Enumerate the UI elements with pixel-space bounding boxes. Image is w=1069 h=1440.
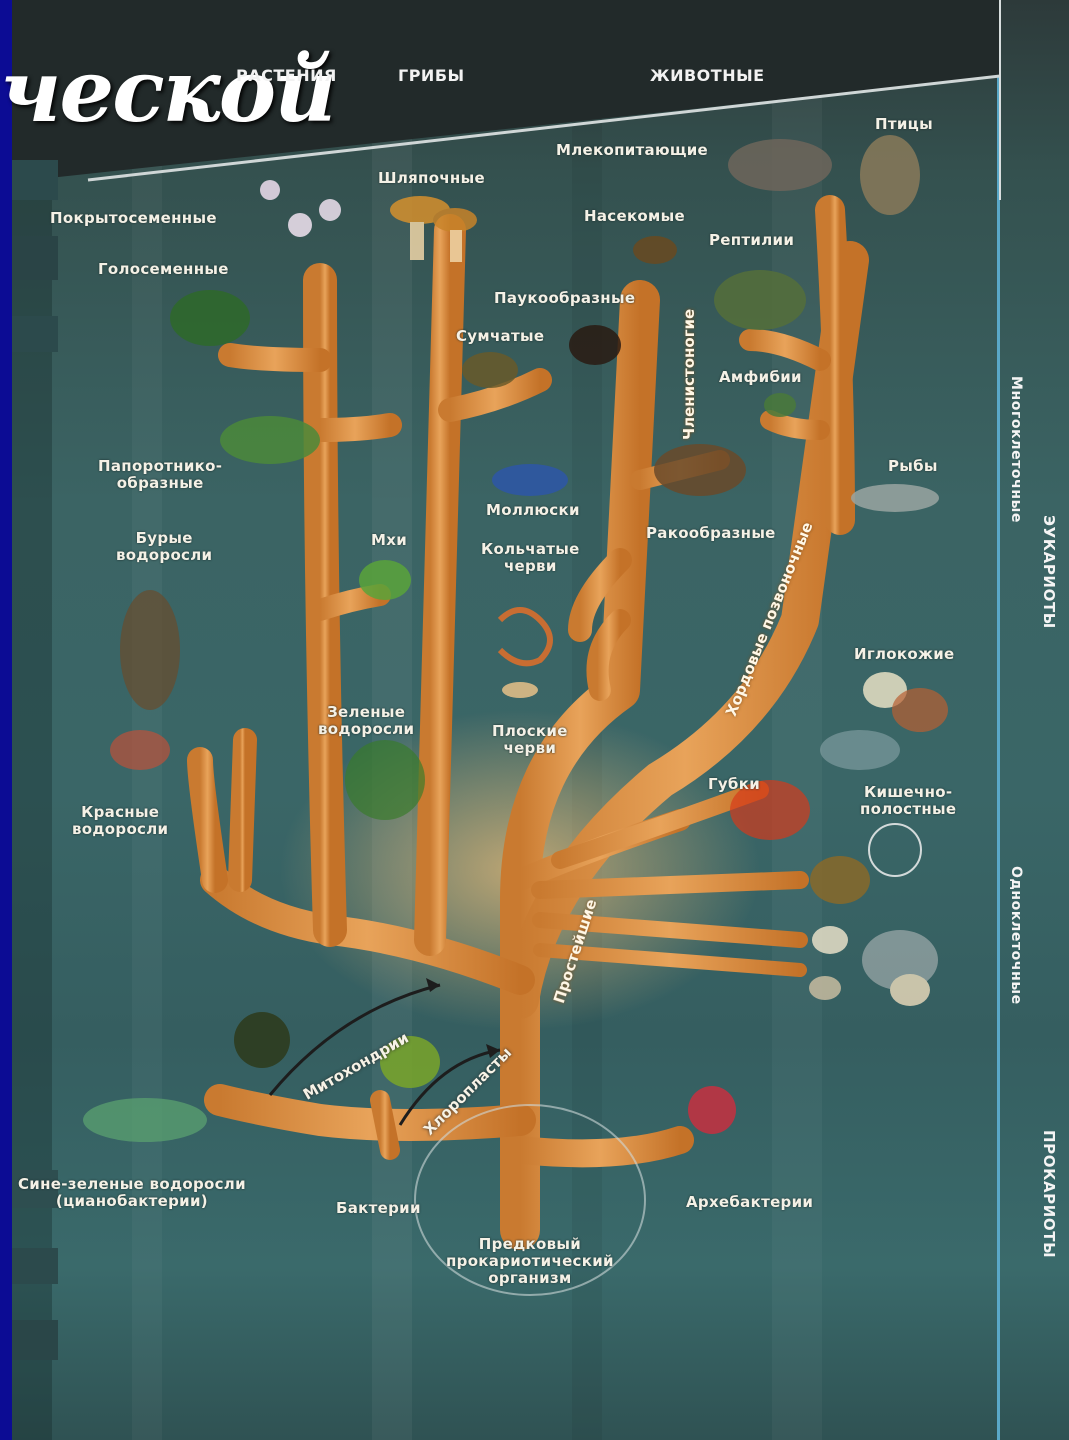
label-coelenterates: Кишечно- полостные bbox=[860, 784, 956, 818]
label-annelids: Кольчатые черви bbox=[481, 541, 580, 575]
label-archaebacteria: Архебактерии bbox=[686, 1194, 813, 1211]
label-angiosperms: Покрытосеменные bbox=[50, 210, 217, 227]
kingdom-animals: ЖИВОТНЫЕ bbox=[650, 66, 765, 85]
label-flatworms: Плоские черви bbox=[492, 723, 568, 757]
label-birds: Птицы bbox=[875, 116, 933, 133]
label-red-algae: Красные водоросли bbox=[72, 804, 168, 838]
label-cap-fungi: Шляпочные bbox=[378, 170, 485, 187]
slide-title-fragment: ческой bbox=[0, 42, 335, 142]
label-amphibians: Амфибии bbox=[719, 369, 802, 386]
label-sponges: Губки bbox=[708, 776, 760, 793]
label-marsupials: Сумчатые bbox=[456, 328, 544, 345]
kingdom-plants: РАСТЕНИЯ bbox=[236, 66, 337, 85]
label-molluscs: Моллюски bbox=[486, 502, 580, 519]
branch-arthropods: Членистоногие bbox=[680, 309, 698, 440]
label-brown-algae: Бурые водоросли bbox=[116, 530, 212, 564]
label-fishes: Рыбы bbox=[888, 458, 938, 475]
kingdom-fungi: ГРИБЫ bbox=[398, 66, 465, 85]
label-cyanobacteria: Сине-зеленые водоросли (цианобактерии) bbox=[18, 1176, 246, 1210]
label-insects: Насекомые bbox=[584, 208, 685, 225]
label-ancestor: Предковый прокариотический организм bbox=[446, 1236, 614, 1287]
label-unicellular: Одноклеточные bbox=[1008, 866, 1024, 1005]
label-crustaceans: Ракообразные bbox=[646, 525, 776, 542]
label-prokaryotes: ПРОКАРИОТЫ bbox=[1040, 1130, 1058, 1258]
label-mammals: Млекопитающие bbox=[556, 142, 708, 159]
label-mosses: Мхи bbox=[371, 532, 407, 549]
label-bacteria: Бактерии bbox=[336, 1200, 421, 1217]
label-echinoderms: Иглокожие bbox=[854, 646, 954, 663]
label-green-algae: Зеленые водоросли bbox=[318, 704, 414, 738]
label-eukaryotes: ЭУКАРИОТЫ bbox=[1040, 515, 1058, 629]
label-gymnosperms: Голосеменные bbox=[98, 261, 229, 278]
label-arachnids: Паукообразные bbox=[494, 290, 635, 307]
label-reptiles: Рептилии bbox=[709, 232, 794, 249]
label-multicellular: Многоклеточные bbox=[1008, 376, 1024, 523]
label-ferns: Папоротнико- образные bbox=[98, 458, 222, 492]
